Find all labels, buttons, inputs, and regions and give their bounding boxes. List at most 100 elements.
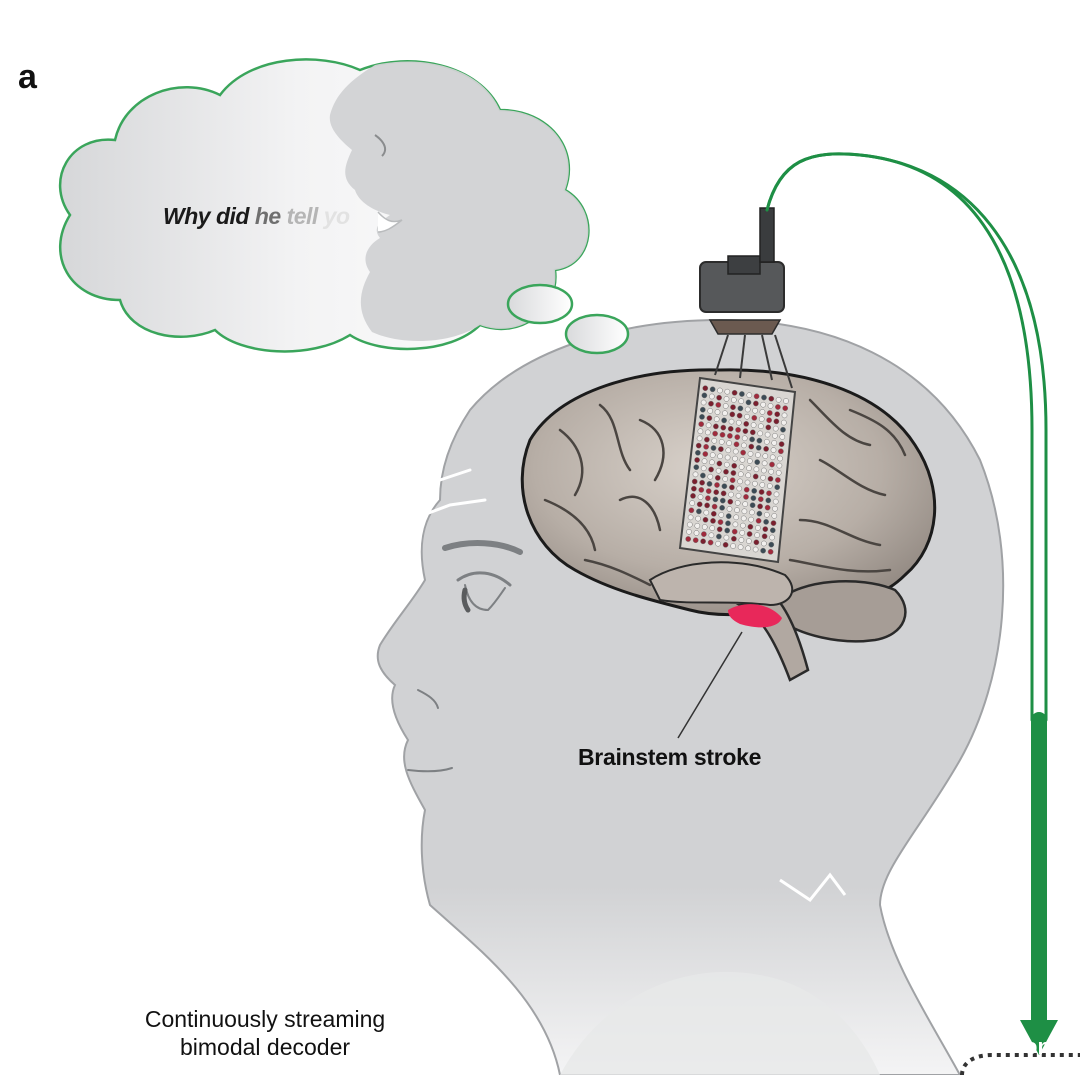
electrode-contact bbox=[716, 460, 723, 467]
electrode-contact bbox=[719, 497, 726, 504]
electrode-contact bbox=[763, 438, 770, 445]
electrode-contact bbox=[780, 419, 787, 426]
electrode-contact bbox=[688, 507, 695, 514]
electrode-contact bbox=[744, 406, 751, 413]
electrode-contact bbox=[745, 472, 752, 479]
electrode-contact bbox=[728, 418, 735, 425]
electrode-contact bbox=[712, 496, 719, 503]
electrode-contact bbox=[749, 502, 756, 509]
electrode-contact bbox=[761, 540, 767, 547]
electrode-contact bbox=[699, 406, 706, 413]
electrode-contact bbox=[768, 395, 775, 402]
electrode-contact bbox=[704, 502, 710, 509]
electrode-contact bbox=[742, 501, 749, 507]
electrode-contact bbox=[710, 445, 717, 451]
electrode-contact bbox=[735, 419, 742, 426]
electrode-contact bbox=[776, 462, 783, 469]
electrode-contact bbox=[742, 428, 749, 434]
electrode-contact bbox=[705, 488, 712, 494]
thought-bubble bbox=[58, 58, 630, 355]
electrode-contact bbox=[771, 513, 778, 519]
electrode-contact bbox=[730, 470, 737, 476]
electrode-contact bbox=[780, 426, 786, 433]
electrode-contact bbox=[763, 519, 769, 525]
electrode-contact bbox=[746, 465, 752, 472]
electrode-contact bbox=[769, 454, 776, 461]
electrode-contact bbox=[701, 531, 707, 537]
electrode-contact bbox=[694, 522, 701, 529]
electrode-contact bbox=[769, 461, 775, 468]
electrode-contact bbox=[746, 531, 753, 537]
electrode-contact bbox=[723, 468, 729, 475]
electrode-contact bbox=[761, 394, 767, 401]
electrode-contact bbox=[768, 541, 775, 548]
electrode-contact bbox=[753, 400, 759, 407]
electrode-contact bbox=[707, 539, 714, 546]
electrode-contact bbox=[690, 493, 696, 499]
eyelid-line bbox=[456, 571, 512, 587]
electrode-contact bbox=[727, 433, 733, 439]
electrode-contact bbox=[758, 423, 764, 430]
electrode-contact bbox=[709, 525, 716, 531]
electrode-contact bbox=[757, 430, 764, 437]
electrode-contact bbox=[751, 488, 758, 494]
electrode-contact bbox=[730, 543, 736, 549]
electrode-contact bbox=[702, 516, 709, 523]
electrode-contact bbox=[770, 447, 777, 453]
electrode-contact bbox=[697, 428, 704, 435]
electrode-contact bbox=[775, 396, 782, 403]
electrode-contact bbox=[735, 492, 742, 499]
electrode-contact bbox=[752, 480, 758, 487]
electrode-contact bbox=[715, 402, 722, 408]
electrode-contact bbox=[758, 416, 765, 422]
electrode-contact bbox=[704, 429, 711, 436]
decoder-label-line-2: bimodal decoder bbox=[179, 1034, 351, 1060]
electrode-contact bbox=[739, 391, 745, 397]
electrode-contact bbox=[759, 482, 766, 488]
electrode-contact bbox=[713, 423, 719, 430]
electrode-contact bbox=[761, 533, 768, 540]
electrode-contact bbox=[734, 507, 740, 513]
thought-word: tell bbox=[286, 203, 319, 229]
electrode-contact bbox=[769, 527, 776, 534]
electrode-contact bbox=[718, 439, 725, 445]
electrode-contact bbox=[733, 441, 740, 448]
electrode-contact bbox=[737, 478, 743, 485]
electrode-contact bbox=[725, 447, 732, 454]
electrode-contact bbox=[692, 471, 699, 478]
electrode-contact bbox=[716, 526, 723, 533]
electrode-contact bbox=[746, 392, 753, 399]
electrode-contact bbox=[718, 512, 725, 518]
electrode-contact bbox=[729, 484, 735, 491]
electrode-contact bbox=[754, 532, 760, 538]
electrode-contact bbox=[740, 515, 747, 522]
brainstem-stroke-label: Brainstem stroke bbox=[578, 744, 762, 770]
electrode-contact bbox=[693, 530, 700, 536]
electrode-contact bbox=[773, 491, 780, 498]
electrode-contact bbox=[731, 535, 737, 542]
electrode-contact bbox=[753, 466, 760, 473]
electrode-contact bbox=[700, 465, 707, 472]
electrode-contact bbox=[740, 522, 746, 529]
electrode-contact bbox=[718, 446, 724, 452]
electrode-contact bbox=[756, 437, 763, 444]
electrode-contact bbox=[755, 517, 762, 524]
electrode-contact bbox=[749, 429, 756, 436]
electrode-contact bbox=[717, 453, 723, 460]
decoder-box-outline bbox=[960, 1053, 1080, 1075]
electrode-contact bbox=[767, 403, 774, 409]
electrode-contact bbox=[700, 538, 706, 545]
electrode-contact bbox=[765, 424, 772, 431]
electrode-contact bbox=[736, 412, 743, 419]
electrode-contact bbox=[706, 481, 713, 487]
electrode-contact bbox=[722, 410, 728, 417]
electrode-contact bbox=[750, 422, 757, 428]
electrode-contact bbox=[705, 422, 712, 429]
electrode-contact bbox=[760, 401, 767, 408]
electrode-contact bbox=[778, 448, 784, 455]
electrode-contact bbox=[709, 459, 715, 466]
electrode-contact bbox=[721, 417, 727, 424]
electrode-contact bbox=[747, 450, 754, 457]
electrode-contact bbox=[714, 482, 720, 488]
electrode-contact bbox=[740, 449, 746, 456]
